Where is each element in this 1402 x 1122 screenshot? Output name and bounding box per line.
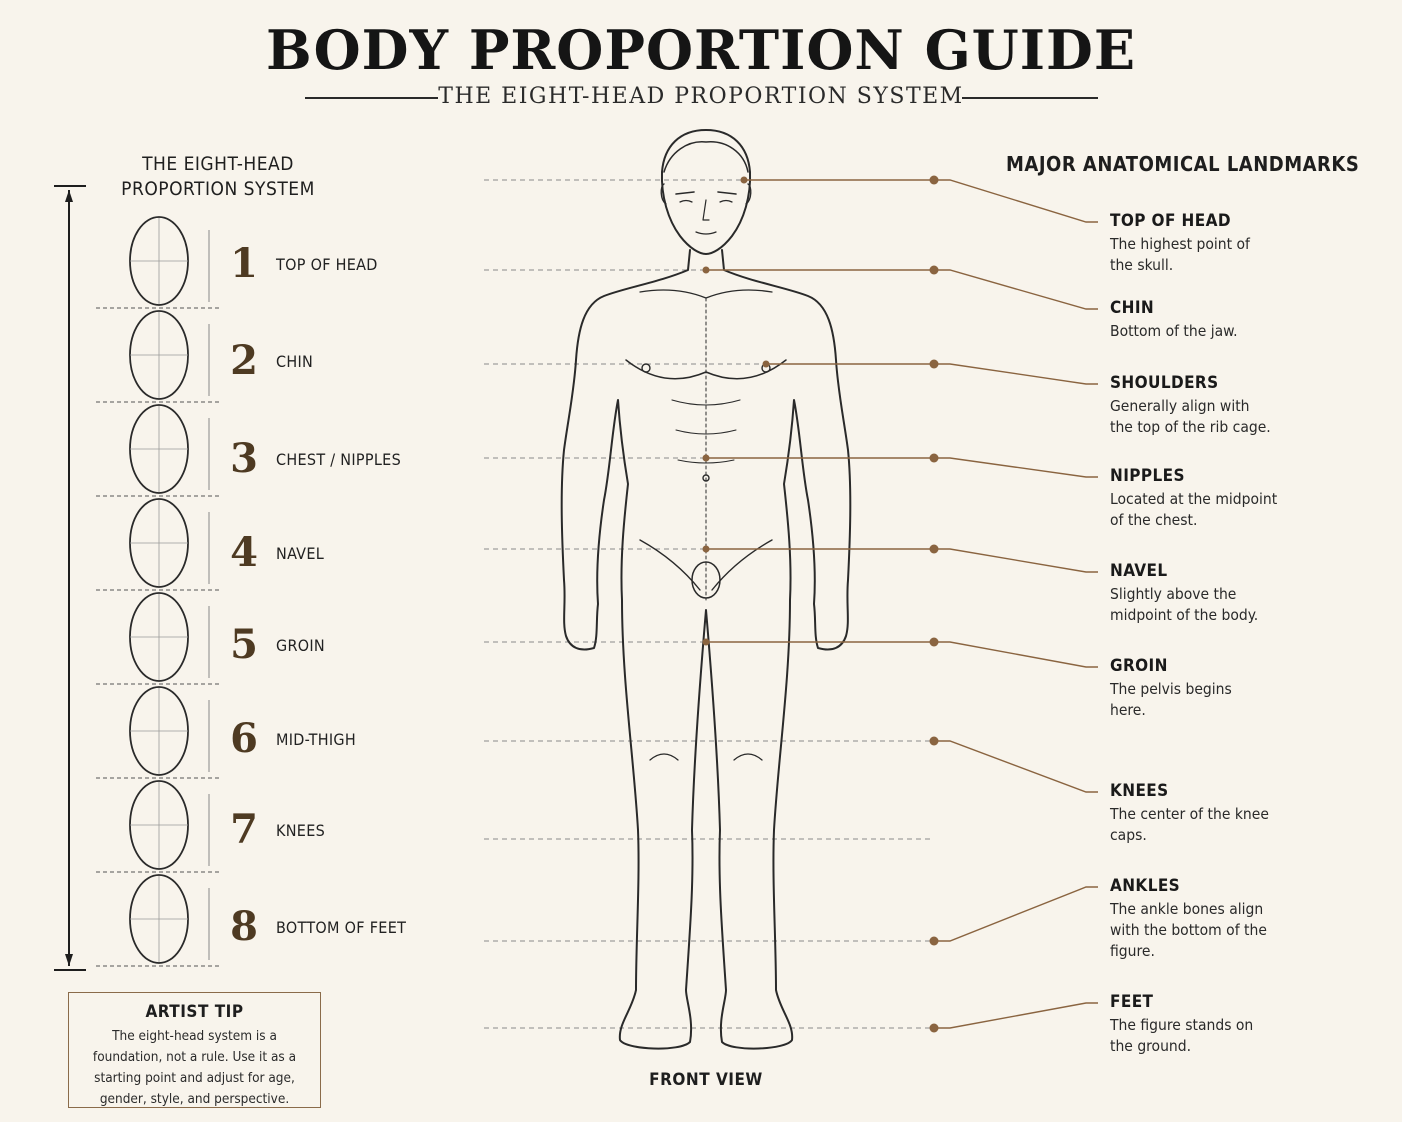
figure-body — [560, 249, 852, 1050]
landmark-description-line: Slightly above the — [1110, 585, 1237, 603]
landmark-description-line: Bottom of the jaw. — [1110, 322, 1238, 340]
figure-caption: FRONT VIEW — [649, 1070, 763, 1090]
head-unit-8 — [96, 874, 220, 967]
head-unit-label: CHEST / NIPPLES — [276, 450, 402, 469]
head-unit-number: 5 — [230, 621, 258, 668]
head-unit-label: BOTTOM OF FEET — [276, 918, 407, 937]
landmark-description-line: The pelvis begins — [1110, 680, 1232, 698]
head-system-heading-line1: THE EIGHT-HEAD — [142, 153, 294, 175]
landmarks-heading: MAJOR ANATOMICAL LANDMARKS — [1006, 152, 1360, 176]
landmark-description-line: figure. — [1110, 942, 1155, 960]
landmark-description-line: The ankle bones align — [1110, 900, 1264, 918]
landmark-description-line: The figure stands on — [1110, 1016, 1254, 1034]
landmark-connector — [702, 453, 1098, 478]
head-unit-5 — [96, 592, 220, 685]
landmark-description: Slightly above the midpoint of the body. — [1110, 584, 1320, 626]
landmark-title: ANKLES — [1110, 876, 1181, 896]
subtitle-rule-left — [305, 97, 438, 99]
landmark-connector — [929, 886, 1098, 946]
head-unit-number: 4 — [230, 529, 258, 576]
landmark-title: NIPPLES — [1110, 466, 1185, 486]
measurement-bar — [54, 185, 86, 971]
landmark-title: GROIN — [1110, 656, 1168, 676]
head-unit-number: 1 — [230, 240, 258, 287]
head-unit-label: MID-THIGH — [276, 730, 357, 749]
landmark-description-line: here. — [1110, 701, 1146, 719]
landmark-connector — [702, 637, 1098, 668]
head-system-heading-line2: PROPORTION SYSTEM — [121, 178, 315, 200]
landmark-description-line: caps. — [1110, 826, 1147, 844]
landmark-description: The ankle bones align with the bottom of … — [1110, 899, 1320, 962]
landmark-description-line: midpoint of the body. — [1110, 606, 1259, 624]
landmark-description-line: the top of the rib cage. — [1110, 418, 1271, 436]
landmark-title: NAVEL — [1110, 561, 1168, 581]
landmark-description-line: The center of the knee — [1110, 805, 1269, 823]
head-unit-number: 7 — [230, 806, 258, 853]
landmark-title: FEET — [1110, 992, 1154, 1012]
head-unit-label: CHIN — [276, 352, 314, 371]
head-unit-label: GROIN — [276, 636, 325, 655]
landmark-description-line: The highest point of — [1110, 235, 1250, 253]
landmark-title: TOP OF HEAD — [1110, 211, 1231, 231]
landmark-description-line: the skull. — [1110, 256, 1174, 274]
artist-tip-title: ARTIST TIP — [145, 1002, 244, 1022]
head-unit-number: 2 — [230, 337, 258, 384]
landmark-title: KNEES — [1110, 781, 1169, 801]
head-unit-number: 3 — [230, 435, 258, 482]
landmark-description: Located at the midpoint of the chest. — [1110, 489, 1320, 531]
landmark-connector — [929, 1002, 1098, 1033]
landmark-description: Bottom of the jaw. — [1110, 321, 1320, 342]
landmark-title: SHOULDERS — [1110, 373, 1219, 393]
landmark-description: The figure stands on the ground. — [1110, 1015, 1320, 1057]
landmark-title: CHIN — [1110, 298, 1155, 318]
head-unit-label: NAVEL — [276, 544, 325, 563]
artist-tip-box: ARTIST TIP The eight-head system is a fo… — [68, 992, 321, 1108]
landmark-description: The center of the knee caps. — [1110, 804, 1320, 846]
landmark-connector — [702, 544, 1098, 573]
head-unit-number: 8 — [230, 903, 258, 950]
head-unit-4 — [96, 498, 220, 591]
landmark-connector — [929, 736, 1098, 793]
subtitle-rule-right — [962, 97, 1098, 99]
head-unit-number: 6 — [230, 715, 258, 762]
head-unit-2 — [96, 310, 220, 403]
head-unit-3 — [96, 404, 220, 497]
landmark-connectors — [702, 175, 1098, 1033]
head-unit-7 — [96, 780, 220, 873]
landmark-description-line: with the bottom of the — [1110, 921, 1267, 939]
page-title: BODY PROPORTION GUIDE — [265, 18, 1137, 82]
page-subtitle: THE EIGHT-HEAD PROPORTION SYSTEM — [438, 84, 964, 109]
head-units-column — [96, 216, 220, 967]
head-unit-6 — [96, 686, 220, 779]
landmark-description-line: of the chest. — [1110, 511, 1198, 529]
landmark-connector — [762, 359, 1098, 385]
landmark-description: Generally align with the top of the rib c… — [1110, 396, 1320, 438]
landmark-description-line: Located at the midpoint — [1110, 490, 1278, 508]
head-unit-1 — [96, 216, 220, 309]
head-unit-label: TOP OF HEAD — [276, 255, 378, 274]
head-system-heading: THE EIGHT-HEAD PROPORTION SYSTEM — [88, 152, 348, 202]
head-unit-label: KNEES — [276, 821, 326, 840]
landmark-connector — [740, 175, 1098, 223]
artist-tip-text: The eight-head system is a foundation, n… — [92, 1028, 297, 1107]
landmark-connector — [702, 265, 1098, 310]
figure-head — [660, 129, 752, 255]
landmark-description-line: Generally align with — [1110, 397, 1250, 415]
figure-guide-lines — [484, 179, 930, 1029]
landmark-description-line: the ground. — [1110, 1037, 1192, 1055]
landmark-description: The highest point of the skull. — [1110, 234, 1320, 276]
landmark-description: The pelvis begins here. — [1110, 679, 1320, 721]
